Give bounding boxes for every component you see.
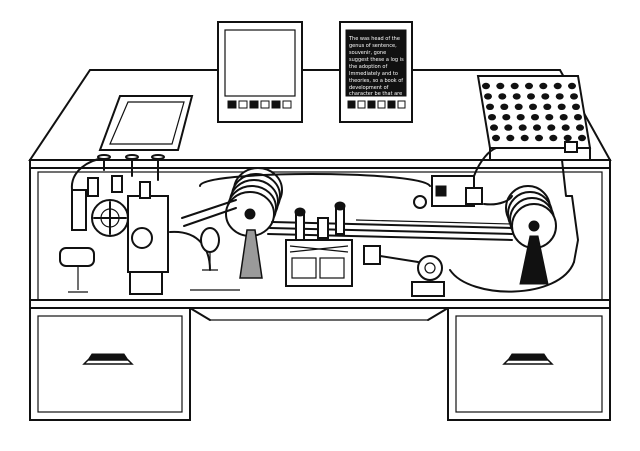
- keyboard-key[interactable]: [561, 124, 570, 131]
- keyboard-key[interactable]: [496, 82, 505, 90]
- keyboard-key[interactable]: [553, 82, 562, 90]
- keyboard-key[interactable]: [570, 93, 578, 100]
- screen-left-button[interactable]: [282, 100, 292, 109]
- keyboard-key[interactable]: [531, 114, 539, 121]
- keyboard-key[interactable]: [504, 124, 513, 131]
- keyboard-key[interactable]: [555, 93, 564, 100]
- screen-right-line: theories, so a book of: [349, 78, 403, 84]
- relay-box: [363, 245, 381, 265]
- pump-cylinder: [71, 189, 87, 231]
- screen-left-button[interactable]: [260, 100, 270, 109]
- keyboard-key[interactable]: [482, 82, 490, 90]
- screen-right-button[interactable]: [367, 100, 376, 109]
- lamp: [200, 227, 220, 253]
- keyboard-key[interactable]: [557, 103, 566, 111]
- center-mechanism: [285, 201, 381, 287]
- reel-stand-right: [519, 235, 549, 285]
- keyboard-key[interactable]: [535, 134, 543, 142]
- projector-unit: [413, 147, 513, 209]
- screen-right-button[interactable]: [357, 100, 366, 109]
- keyboard-key[interactable]: [545, 114, 554, 121]
- keyboard-key[interactable]: [543, 103, 552, 111]
- keyboard-key[interactable]: [529, 103, 537, 111]
- keyboard-key[interactable]: [490, 124, 498, 131]
- keyboard-key[interactable]: [498, 93, 507, 100]
- screen-right-text: The was head of the genus of sentence, s…: [348, 36, 404, 97]
- gear-assembly: [379, 255, 445, 297]
- reel-stand-left: [239, 229, 263, 279]
- keyboard-key[interactable]: [549, 134, 558, 142]
- keyboard-keys: [482, 82, 586, 142]
- screen-right-line: the adoption of: [349, 64, 387, 70]
- keyboard-key[interactable]: [510, 82, 519, 90]
- keyboard-key[interactable]: [576, 124, 584, 131]
- machine-base: [129, 271, 163, 295]
- keyboard-key[interactable]: [502, 114, 511, 121]
- keyboard-key[interactable]: [512, 93, 521, 100]
- screen-left-button[interactable]: [238, 100, 248, 109]
- screen-right-display: [345, 29, 407, 97]
- desk-top-edge: [29, 159, 611, 169]
- keyboard-key[interactable]: [486, 103, 494, 111]
- keyboard-key[interactable]: [516, 114, 525, 121]
- right-drawer-handle[interactable]: [507, 353, 549, 361]
- keyboard-key[interactable]: [488, 114, 496, 121]
- keyboard-key[interactable]: [574, 114, 582, 121]
- screen-right-button[interactable]: [397, 100, 406, 109]
- keyboard-key[interactable]: [559, 114, 568, 121]
- keyboard-key[interactable]: [525, 82, 533, 90]
- screen-left-button-row: [227, 100, 292, 109]
- keyboard-key[interactable]: [514, 103, 523, 111]
- screen-left-button[interactable]: [227, 100, 237, 109]
- left-machinery: [59, 154, 220, 295]
- motor-housing: [59, 247, 95, 267]
- film-reel-left: [225, 167, 283, 279]
- screen-right-button[interactable]: [387, 100, 396, 109]
- keyboard-key[interactable]: [563, 134, 572, 142]
- screen-right-line: suggest these a log is: [349, 57, 404, 63]
- cable-right: [561, 159, 573, 197]
- screen-right-button-row: [347, 100, 406, 109]
- screen-right-line: Immediately and to: [349, 71, 398, 77]
- screen-right-button[interactable]: [347, 100, 356, 109]
- keyboard-key[interactable]: [547, 124, 556, 131]
- left-drawer-handle[interactable]: [87, 353, 129, 361]
- screen-right-line: character be that are: [349, 91, 402, 97]
- screen-left-button[interactable]: [249, 100, 259, 109]
- keyboard-key[interactable]: [527, 93, 535, 100]
- keyboard-key[interactable]: [578, 134, 586, 142]
- keyboard-key[interactable]: [541, 93, 550, 100]
- keyboard-key[interactable]: [492, 134, 500, 142]
- screen-right-button[interactable]: [377, 100, 386, 109]
- keyboard-knob[interactable]: [564, 141, 578, 153]
- screen-right-line: The was head of the: [348, 36, 400, 42]
- keyboard-key[interactable]: [539, 82, 548, 90]
- screen-left-button[interactable]: [271, 100, 281, 109]
- keyboard-key[interactable]: [520, 134, 529, 142]
- keyboard-key[interactable]: [500, 103, 509, 111]
- keyboard-key[interactable]: [533, 124, 541, 131]
- screen-right-line: development of: [349, 85, 389, 91]
- film-transport: [181, 173, 513, 241]
- screen-right-line: genus of sentence,: [349, 43, 397, 49]
- cable-lower-right: [449, 261, 575, 293]
- keyboard-key[interactable]: [484, 93, 492, 100]
- screen-right-line: souvenir, gone: [349, 50, 386, 56]
- keyboard-key[interactable]: [568, 82, 576, 90]
- translucent-screen-left: [98, 95, 194, 151]
- keyboard-key[interactable]: [506, 134, 515, 142]
- keyboard-key[interactable]: [518, 124, 527, 131]
- keyboard-key[interactable]: [572, 103, 580, 111]
- film-reel-right: [505, 185, 557, 285]
